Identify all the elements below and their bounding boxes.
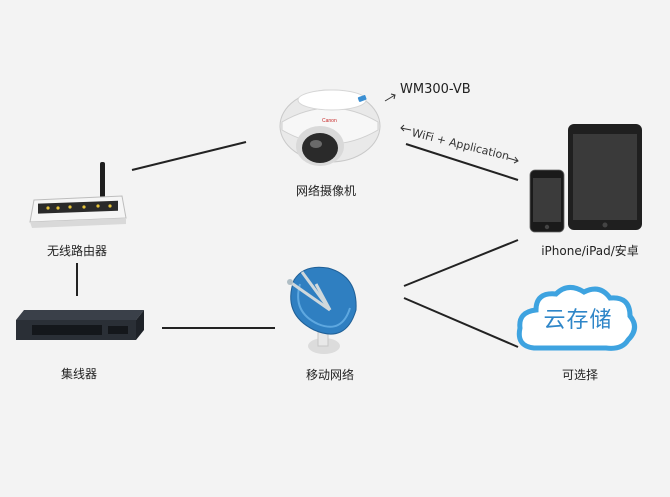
edge-cellular-cloud — [403, 297, 519, 348]
hub-label: 集线器 — [60, 367, 98, 381]
satellite-dish-icon — [287, 266, 357, 354]
svg-text:Canon: Canon — [322, 118, 337, 124]
router-icon — [29, 162, 127, 228]
cloud-storage-text: 云存储 — [543, 308, 613, 333]
camera-model-label: WM300-VB — [400, 82, 471, 97]
cellular-label: 移动网络 — [305, 368, 355, 382]
edge-camera-mobile — [405, 143, 519, 181]
switch-icon — [16, 310, 144, 340]
iphone-icon — [529, 169, 565, 233]
wifi-arrow-right — [507, 156, 519, 164]
mobile-label: iPhone/iPad/安卓 — [541, 244, 639, 258]
edge-router-camera — [131, 141, 247, 171]
ipad-icon — [568, 124, 642, 230]
cloud-label: 可选择 — [561, 368, 599, 382]
camera-label: 网络摄像机 — [295, 184, 357, 198]
wifi-arrow-left — [400, 124, 412, 132]
camera-icon: Canon — [279, 89, 381, 166]
edge-cellular-mobile — [403, 239, 519, 287]
cloud-icon — [516, 285, 637, 351]
arrow-icon — [384, 93, 396, 102]
router-label: 无线路由器 — [46, 244, 108, 258]
